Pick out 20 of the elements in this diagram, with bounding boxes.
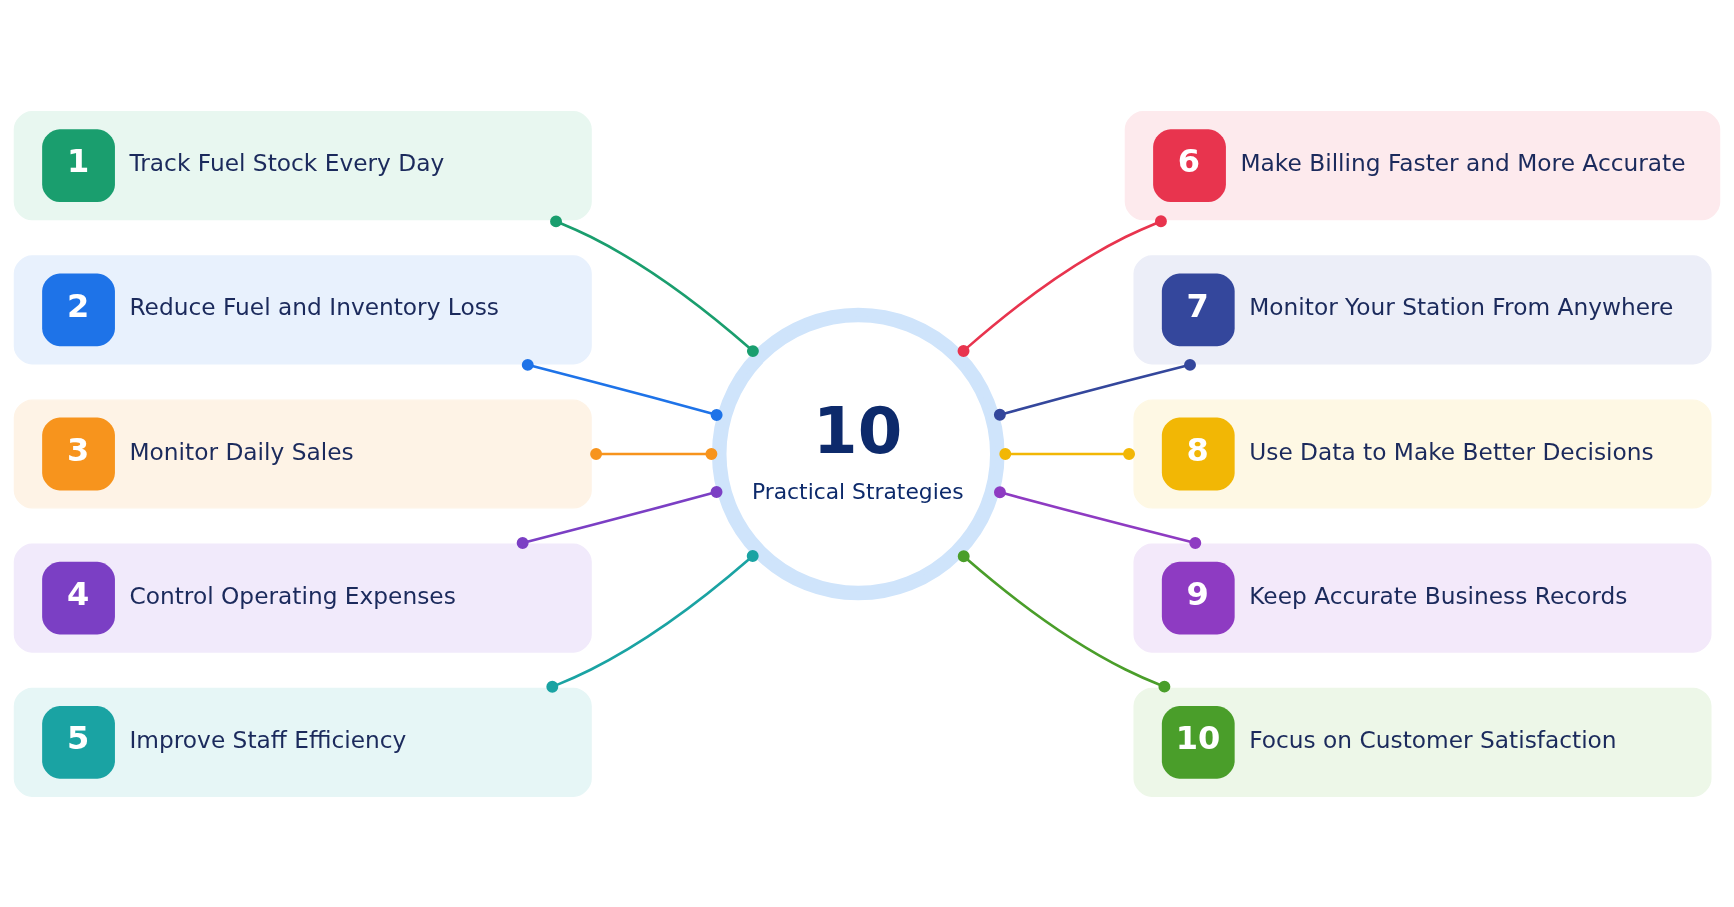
connector [957,549,1171,693]
node-box: 1 Track Fuel Stock Every Day [13,110,592,220]
connector [993,358,1196,421]
node-box: 10 Focus on Customer Satisfaction [1133,687,1712,797]
node-box: 7 Monitor Your Station From Anywhere [1133,254,1712,364]
node-box: 9 Keep Accurate Business Records [1133,543,1712,653]
connector [546,549,759,693]
node-box: 4 Control Operating Expenses [13,543,592,653]
node-box: 3 Monitor Daily Sales [13,398,592,509]
connector [521,358,723,421]
node-box: 6 Make Billing Faster and More Accurate [1124,110,1721,220]
node-box: 5 Improve Staff Efficiency [13,687,592,797]
connector [590,447,718,460]
connector [993,485,1202,549]
connector [999,447,1135,460]
connector [550,214,759,357]
connector [516,485,723,549]
node-box: 8 Use Data to Make Better Decisions [1133,398,1712,509]
node-box: 2 Reduce Fuel and Inventory Loss [13,254,592,364]
connector [957,214,1167,357]
